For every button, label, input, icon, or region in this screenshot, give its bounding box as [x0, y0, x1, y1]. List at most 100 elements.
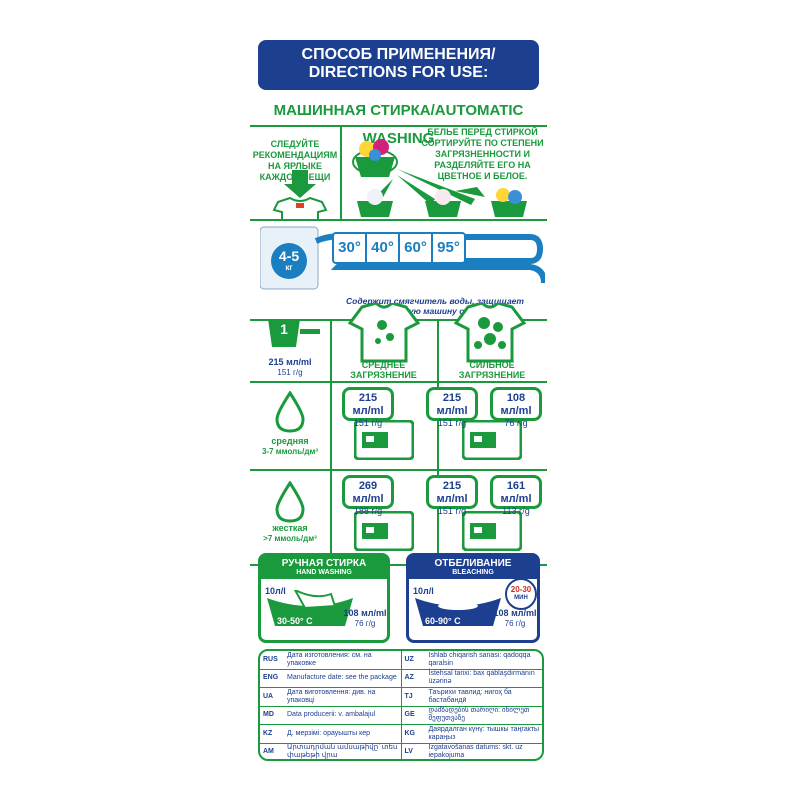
header-line1: СПОСОБ ПРИМЕНЕНИЯ/: [301, 46, 496, 63]
lang-text: Manufacture date: see the package: [287, 674, 397, 682]
bleaching-subtitle: BLEACHING: [452, 569, 494, 576]
table-row: ENG Manufacture date: see the package AZ İ…: [260, 669, 542, 688]
directions-panel: СПОСОБ ПРИМЕНЕНИЯ/ DIRECTIONS FOR USE: М…: [250, 35, 547, 761]
hand-dose-ml: 108 мл/ml: [343, 608, 387, 618]
bleach-time: 20-30: [510, 585, 532, 594]
lang-text: Таърихи тавлид: нигоҳ ба бастабандӣ: [428, 688, 512, 704]
cap-dose-g: 151 г/g: [277, 368, 303, 377]
dose-ml: 215 мл/ml: [436, 392, 468, 417]
dose-g: 151 г/g: [353, 418, 383, 428]
water-medium-label: средняя: [271, 436, 309, 446]
dose-g: 113 г/g: [502, 506, 530, 516]
divider: [250, 219, 547, 221]
lang-code: AM: [263, 748, 274, 756]
header-line2: DIRECTIONS FOR USE:: [308, 64, 489, 81]
dose-ml: 215 мл/ml: [352, 392, 384, 417]
dose-g: 76 г/g: [504, 418, 528, 428]
cap-number: 1: [280, 321, 288, 337]
lang-text: Дата виготовлення: див. на упаковці: [287, 688, 376, 704]
sort-label-text: БЕЛЬЕ ПЕРЕД СТИРКОЙ СОРТИРУЙТЕ ПО СТЕПЕН…: [421, 127, 544, 181]
lang-text: Izgatavošanas datums: skt. uz iepakojuma: [428, 744, 523, 760]
shirt-heavy-soil-icon: [454, 303, 526, 363]
lang-text: İstehsal tarixi: bax qablaşdırmanın üzər…: [428, 670, 535, 686]
detergent-drawer-icon: [462, 420, 522, 460]
manufacture-date-table: RUS Дата изготовления: см. на упаковке UZ…: [258, 649, 544, 761]
hand-washing-title: РУЧНАЯ СТИРКА: [281, 558, 367, 569]
lang-code: ENG: [263, 674, 279, 682]
lang-code: KZ: [263, 729, 273, 737]
divider: [250, 381, 547, 383]
dose-hard-water-heavy-soil-1: 215 мл/ml 151 г/g: [426, 475, 478, 516]
shirt-medium-soil-icon: [348, 303, 420, 363]
bleaching-box: ОТБЕЛИВАНИЕ BLEACHING 20-30 МИН 10л/l 60…: [406, 553, 540, 643]
machine-load: 4-5: [278, 248, 300, 264]
temp-40: 40°: [367, 234, 400, 262]
dose-ml: 215 мл/ml: [436, 480, 468, 505]
bleach-temp: 60-90° C: [425, 616, 461, 626]
divider: [340, 127, 342, 219]
hand-washing-subtitle: HAND WASHING: [296, 569, 352, 576]
lang-text: Д. мерзімі: орауышты кер: [287, 729, 371, 737]
bleach-time-unit: МИН: [514, 595, 528, 601]
temp-60: 60°: [400, 234, 433, 262]
table-row: RUS Дата изготовления: см. на упаковке UZ…: [260, 651, 542, 670]
hand-dose-g: 76 г/g: [354, 619, 376, 628]
soil-heavy-label: СИЛЬНОЕ ЗАГРЯЗНЕНИЕ: [458, 360, 526, 380]
dose-g: 188 г/g: [353, 506, 383, 516]
timer-icon: 20-30 МИН: [505, 578, 537, 610]
water-medium-range: 3-7 ммоль/дм³: [261, 447, 319, 456]
detergent-drawer-icon: [462, 511, 522, 551]
dose-ml: 161 мл/ml: [500, 480, 532, 505]
lang-code: UZ: [404, 655, 414, 663]
shirt-label-icon: [272, 170, 328, 220]
lang-code: UA: [263, 692, 274, 700]
hand-washing-basin-icon: [267, 590, 353, 626]
divider: [330, 319, 332, 564]
bleach-water: 10л/l: [413, 586, 434, 596]
divider: [250, 469, 547, 471]
water-hard-range: >7 ммоль/дм³: [263, 534, 317, 543]
dose-ml: 108 мл/ml: [500, 392, 532, 417]
temp-30: 30°: [334, 234, 367, 262]
hand-water: 10л/l: [265, 586, 286, 596]
lang-code: MD: [263, 711, 274, 719]
lang-text: დამზადების თარიღი: იხილეთ შეფუთვაზე: [428, 707, 530, 723]
dose-g: 151 г/g: [437, 418, 467, 428]
lang-text: Ishlab chiqarish sanasi: qadoqqa qaralsi…: [428, 651, 531, 667]
dose-g: 151 г/g: [437, 506, 467, 516]
detergent-drawer-icon: [354, 511, 414, 551]
cap-dose-ml: 215 мл/ml: [268, 357, 312, 367]
dose-hard-water-medium-soil: 269 мл/ml 188 г/g: [342, 475, 394, 516]
detergent-drawer-icon: [354, 420, 414, 460]
water-drop-hard-icon: [275, 481, 305, 523]
lang-code: AZ: [404, 674, 414, 682]
lang-code: RUS: [263, 655, 278, 663]
dose-hard-water-heavy-soil-2: 161 мл/ml 113 г/g: [490, 475, 542, 516]
lang-text: Արտադրման ամսաթիվը՝ տես փաթեթի վրա: [287, 744, 398, 760]
hand-washing-box: РУЧНАЯ СТИРКА HAND WASHING 10л/l 30-50° …: [258, 553, 390, 643]
dose-medium-water-heavy-soil-2: 108 мл/ml 76 г/g: [490, 387, 542, 428]
table-row: KZ Д. мерзімі: орауышты кер KG Даярдалган …: [260, 725, 542, 744]
water-drop-medium-icon: [275, 391, 305, 433]
lang-text: Даярдалган күнү: тышкы таңгакты караңыз: [428, 725, 540, 741]
lang-text: Data producerii: v. ambalajul: [287, 711, 376, 719]
lang-code: GE: [404, 711, 415, 719]
machine-load-unit: кг: [285, 263, 293, 272]
bleaching-title: ОТБЕЛИВАНИЕ: [434, 558, 512, 569]
machine-wash-subtitle: МАШИННАЯ СТИРКА/AUTOMATIC WASHING: [250, 97, 547, 147]
dose-medium-water-medium-soil: 215 мл/ml 151 г/g: [342, 387, 394, 428]
bleach-dose-g: 76 г/g: [504, 619, 526, 628]
dose-ml: 269 мл/ml: [352, 480, 384, 505]
table-row: MD Data producerii: v. ambalajul GE დამზად…: [260, 706, 542, 725]
soil-medium-label: СРЕДНЕЕ ЗАГРЯЗНЕНИЕ: [350, 360, 417, 380]
lang-text: Дата изготовления: см. на упаковке: [287, 651, 372, 667]
softener-note: Содержит смягчитель воды, защищает стира…: [346, 296, 524, 316]
laundry-sort-illustration: [352, 139, 527, 217]
bleaching-basin-icon: [415, 598, 501, 626]
lang-code: KG: [404, 729, 416, 737]
dose-medium-water-heavy-soil-1: 215 мл/ml 151 г/g: [426, 387, 478, 428]
divider: [250, 564, 547, 566]
measuring-cap-icon: [268, 319, 320, 347]
